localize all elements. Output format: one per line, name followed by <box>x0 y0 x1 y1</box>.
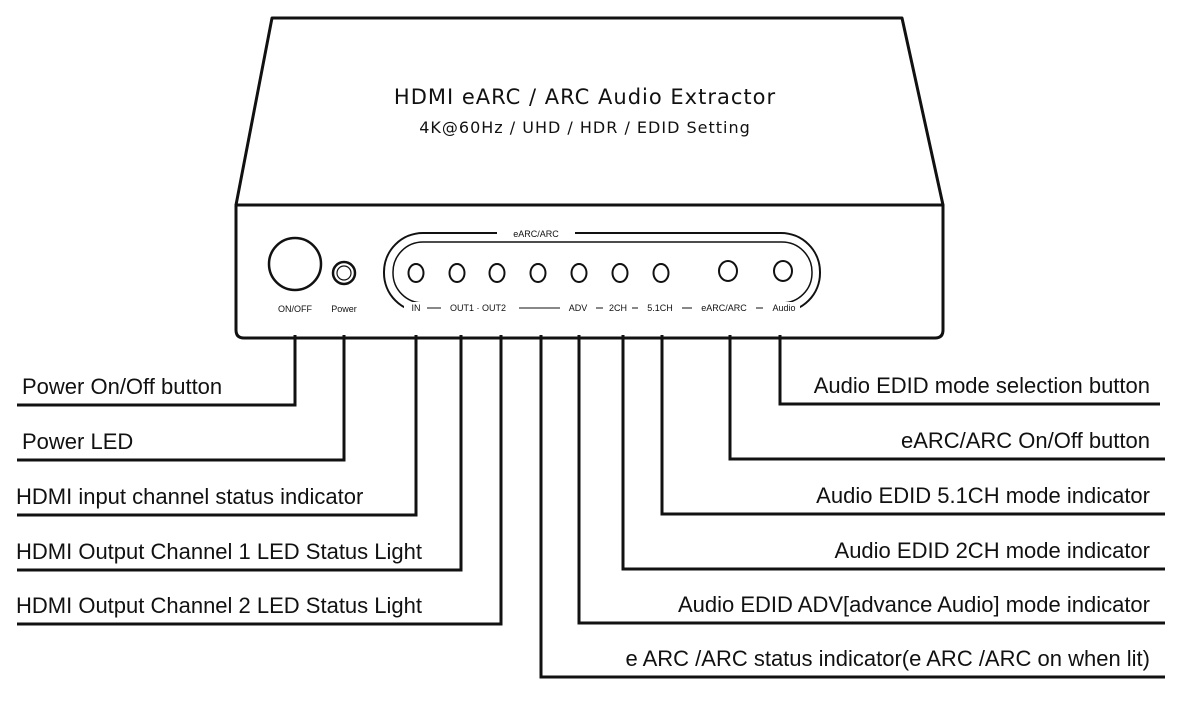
panel-group-label: eARC/ARC <box>513 229 559 239</box>
callout-edid-2ch: Audio EDID 2CH mode indicator <box>835 538 1150 563</box>
callout-power-button: Power On/Off button <box>22 374 222 399</box>
audio-edid-button[interactable] <box>773 260 793 282</box>
device-body <box>234 16 945 340</box>
leader-audio-edid <box>778 335 1160 406</box>
leader-lines <box>17 335 1165 679</box>
panel-label-gap <box>497 226 575 240</box>
power-led-inner <box>336 265 352 281</box>
leader-earc-button <box>728 335 1165 461</box>
power-on-off-button[interactable] <box>267 236 323 292</box>
edid-adv-led <box>570 263 588 283</box>
callout-edid-51ch: Audio EDID 5.1CH mode indicator <box>816 483 1150 508</box>
callout-edid-adv: Audio EDID ADV[advance Audio] mode indic… <box>678 592 1150 617</box>
device-title: HDMI eARC / ARC Audio Extractor <box>394 85 776 109</box>
edid-51ch-led <box>652 263 670 283</box>
hdmi-out1-led <box>448 263 466 283</box>
leader-edid-adv <box>577 335 1165 625</box>
label-adv: ADV <box>569 303 588 313</box>
callout-audio-edid-button: Audio EDID mode selection button <box>814 373 1150 398</box>
power-label: Power <box>331 304 357 314</box>
callout-earc-status: e ARC /ARC status indicator(e ARC /ARC o… <box>625 646 1150 671</box>
label-in: IN <box>412 303 421 313</box>
earc-status-led <box>529 263 547 283</box>
device-front-face <box>234 203 945 340</box>
label-out1-out2: OUT1 · OUT2 <box>450 303 506 313</box>
leader-edid-2ch <box>621 335 1165 571</box>
edid-2ch-led <box>611 263 629 283</box>
leader-edid-51ch <box>660 335 1165 516</box>
label-51ch: 5.1CH <box>647 303 673 313</box>
label-earc-arc: eARC/ARC <box>701 303 747 313</box>
power-led <box>331 260 357 286</box>
hdmi-out2-led <box>488 263 506 283</box>
leader-out2 <box>17 335 503 626</box>
callout-hdmi-input: HDMI input channel status indicator <box>16 484 363 509</box>
callout-out1: HDMI Output Channel 1 LED Status Light <box>16 539 422 564</box>
earc-on-off-button[interactable] <box>718 260 738 282</box>
hdmi-input-led <box>407 263 425 283</box>
callout-out2: HDMI Output Channel 2 LED Status Light <box>16 593 422 618</box>
callout-power-led: Power LED <box>22 429 133 454</box>
callout-earc-button: eARC/ARC On/Off button <box>901 428 1150 453</box>
device-subtitle: 4K@60Hz / UHD / HDR / EDID Setting <box>419 118 751 137</box>
leader-earc-status <box>539 335 1165 679</box>
leader-hdmi-input <box>17 335 418 517</box>
device-top-face <box>234 16 945 207</box>
label-audio: Audio <box>772 303 795 313</box>
label-2ch: 2CH <box>609 303 627 313</box>
leader-power-button <box>17 335 297 407</box>
leader-out1 <box>17 335 463 572</box>
onoff-label: ON/OFF <box>278 304 312 314</box>
panel-bottom-labels: IN OUT1 · OUT2 ADV 2CH 5.1CH eARC/ARC Au… <box>404 302 800 314</box>
leader-power-led <box>17 335 346 462</box>
